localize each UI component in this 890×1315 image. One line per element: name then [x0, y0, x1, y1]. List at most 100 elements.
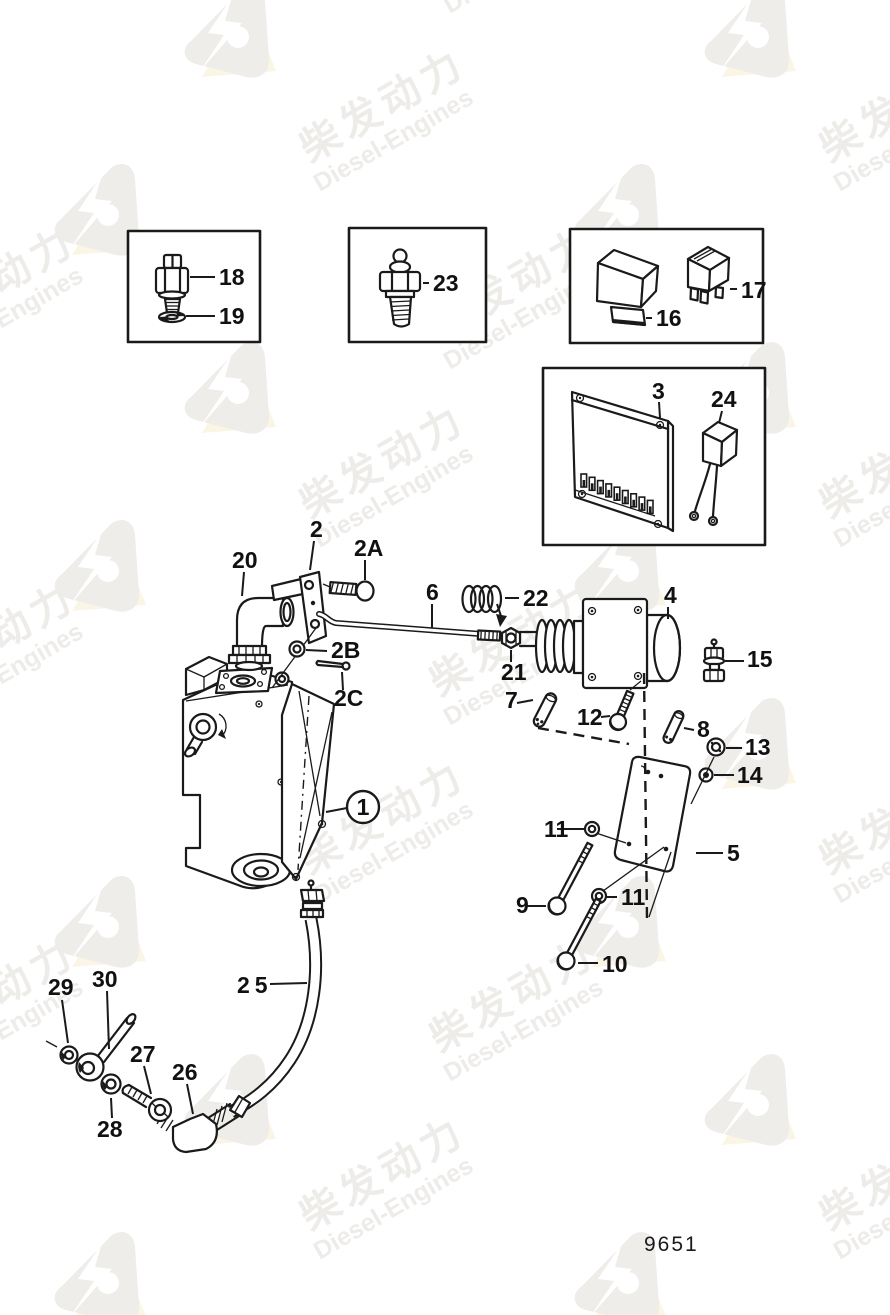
part-2A-screw [322, 580, 375, 602]
part-17-relay [686, 245, 731, 305]
callout-balloon [345, 789, 381, 825]
callout-2C: 2C [334, 671, 363, 711]
brand-logo-icon [184, 0, 276, 78]
part-number-label: 20 [232, 547, 258, 573]
leader-line [305, 649, 328, 652]
part-15-bolt [702, 638, 726, 683]
part-27-banjo-bolt [121, 1083, 173, 1123]
inset-box-sender-23 [347, 226, 488, 344]
callout-6: 6 [426, 579, 439, 628]
callout-7: 7 [505, 687, 534, 713]
callout-19: 19 [186, 303, 245, 329]
callout-28: 28 [97, 1097, 123, 1142]
part-10-bolt [556, 897, 602, 971]
callout-17: 17 [730, 277, 767, 303]
part-16-relay [595, 248, 660, 327]
part-2B-nut [288, 640, 306, 658]
part-number-label: 3 [652, 378, 665, 404]
leader-line [106, 990, 110, 1050]
part-number-label: 13 [745, 734, 771, 760]
figure-number: 9651 [644, 1233, 699, 1256]
callout-1: 1 [325, 789, 381, 825]
callout-11: 11 [544, 816, 584, 842]
leader-line [516, 699, 534, 704]
inset-box-relays-16-17 [568, 227, 765, 345]
part-number-label: 29 [48, 974, 74, 1000]
part-number-label: 4 [664, 582, 677, 608]
callout-12: 12 [577, 704, 611, 730]
part-8-spacer [662, 710, 685, 744]
alignment-lines [537, 672, 715, 920]
inset-frame [126, 229, 262, 344]
part-25-hose [206, 879, 326, 1132]
callout-5: 5 [696, 840, 740, 866]
callout-25: 25 [237, 972, 308, 998]
part-number-label: 14 [737, 762, 763, 788]
watermark-logo [184, 0, 276, 78]
part-number-label: 2B [331, 637, 360, 663]
part-11-washer-upper [583, 820, 601, 838]
part-number-label: 6 [426, 579, 439, 605]
callout-22: 22 [496, 585, 549, 627]
callout-10: 10 [578, 951, 628, 977]
part-number-label: 2A [354, 535, 383, 561]
part-number-label: 19 [219, 303, 245, 329]
leader-line [186, 1083, 194, 1115]
part-number-label: 11 [544, 816, 569, 842]
callout-11: 11 [607, 884, 646, 910]
part-1-governor-body [181, 655, 336, 890]
part-number-label: 23 [433, 270, 459, 296]
callout-15: 15 [725, 646, 773, 672]
leader-line [341, 671, 344, 691]
callout-8: 8 [683, 716, 710, 742]
leader-line [269, 982, 308, 985]
leader-line [241, 571, 245, 597]
part-9-bolt [547, 841, 594, 916]
watermark-logo [704, 1054, 796, 1146]
brand-logo-icon [184, 342, 276, 434]
part-number-label: 2 [310, 516, 323, 542]
leader-line [683, 727, 695, 731]
part-2C-pin [315, 659, 351, 671]
part-3-control-unit [570, 390, 675, 533]
callout-26: 26 [172, 1059, 198, 1115]
part-number-label: 1 [357, 794, 370, 820]
callout-24: 24 [711, 386, 737, 424]
part-14-washer [698, 767, 714, 783]
watermark-en-text: Diesel-Engines [439, 0, 608, 19]
part-number-label: 12 [577, 704, 603, 730]
part-7-spacer [532, 692, 558, 728]
watermark-logo [184, 342, 276, 434]
part-19-washer [157, 310, 187, 324]
part-number-label: 15 [747, 646, 773, 672]
elbow-mount-flange [214, 666, 274, 695]
leader-line [658, 401, 661, 419]
inset-box-control-unit-3-24 [541, 366, 767, 547]
part-13-nut [706, 737, 726, 757]
leader-line [600, 715, 611, 718]
part-number-label: 26 [172, 1059, 198, 1085]
inset-box-sensor-18-19 [126, 229, 262, 344]
part-number-label: 18 [219, 264, 245, 290]
part-number-label: 2C [334, 685, 363, 711]
part-number-label: 5 [727, 840, 740, 866]
top-hex-nut [274, 671, 290, 687]
hose-end-fitting [206, 1094, 252, 1132]
part-30-banjo-fitting [75, 1013, 137, 1082]
part-22-spring [461, 584, 503, 614]
callout-3: 3 [652, 378, 665, 419]
part-28-washer [100, 1073, 122, 1095]
part-29-washer [45, 1040, 79, 1065]
inset-frame [347, 226, 488, 344]
callout-23: 23 [423, 270, 459, 296]
callout-30: 30 [92, 966, 118, 1050]
part-6-rod [316, 611, 502, 642]
